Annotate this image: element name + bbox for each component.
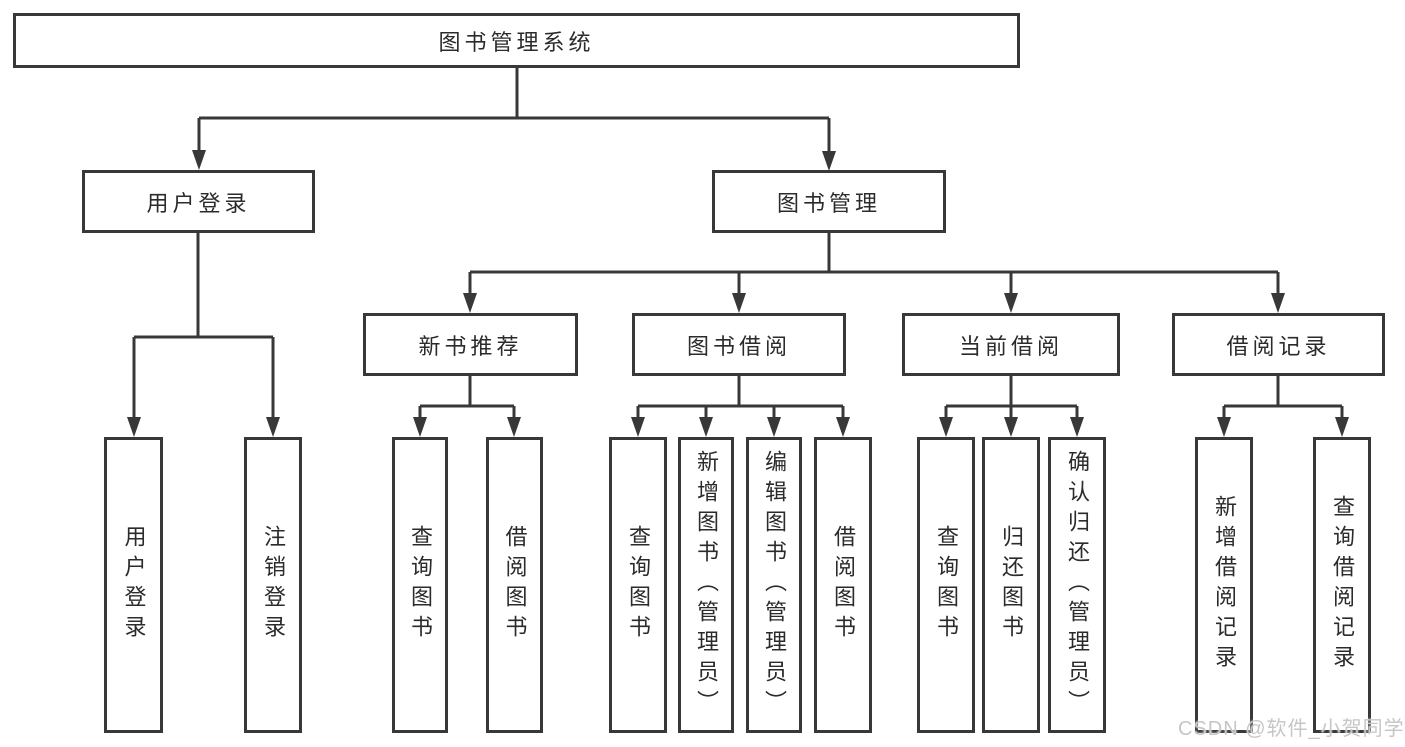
connector-book-borrowing — [636, 376, 845, 419]
connector-current-borrowing — [944, 376, 1079, 419]
node-current-borrowing: 当前借阅 — [902, 313, 1120, 376]
leaf-nb-query-books: 查询图书 — [392, 437, 448, 733]
node-book-borrowing-label: 图书借阅 — [686, 333, 791, 359]
leaf-br-query-record-label: 查询借阅记录 — [1330, 495, 1355, 675]
arrowhead — [463, 293, 477, 313]
node-root: 图书管理系统 — [13, 13, 1020, 68]
node-book-borrowing: 图书借阅 — [632, 313, 846, 376]
arrowhead — [699, 417, 713, 437]
arrowhead — [1335, 417, 1349, 437]
node-book-management: 图书管理 — [712, 170, 946, 233]
leaf-cb-query-books-label: 查询图书 — [934, 525, 959, 645]
node-borrowing-records: 借阅记录 — [1172, 313, 1385, 376]
node-borrowing-records-label: 借阅记录 — [1226, 333, 1331, 359]
leaf-bb-borrow-books: 借阅图书 — [814, 437, 872, 733]
arrowheads — [127, 150, 1349, 437]
connector-borrow-records — [1222, 376, 1344, 419]
node-user-login-label: 用户登录 — [146, 190, 251, 216]
arrowhead — [822, 151, 836, 171]
connector-book-management — [468, 233, 1280, 295]
leaf-user-login-label: 用户登录 — [121, 525, 147, 645]
leaf-cb-query-books: 查询图书 — [917, 437, 975, 733]
arrowhead — [732, 293, 746, 313]
arrowhead — [507, 417, 521, 437]
leaf-cb-confirm-return-admin: 确认归还（管理员） — [1048, 437, 1106, 733]
arrowhead — [1070, 417, 1084, 437]
leaf-bb-query-books-label: 查询图书 — [626, 525, 651, 645]
arrowhead — [1217, 417, 1231, 437]
leaf-br-add-record-label: 新增借阅记录 — [1212, 495, 1237, 675]
connector-root — [197, 68, 831, 153]
node-user-login: 用户登录 — [82, 170, 315, 233]
node-new-book-recommendation-label: 新书推荐 — [418, 333, 523, 359]
arrowhead — [1271, 293, 1285, 313]
arrowhead — [939, 417, 953, 437]
leaf-cb-return-books: 归还图书 — [982, 437, 1040, 733]
arrowhead — [767, 417, 781, 437]
arrowhead — [413, 417, 427, 437]
leaf-bb-query-books: 查询图书 — [609, 437, 667, 733]
leaf-bb-add-books-admin-label: 新增图书（管理员） — [694, 450, 719, 720]
leaf-logout: 注销登录 — [244, 437, 302, 733]
arrowhead — [266, 417, 280, 437]
leaf-logout-label: 注销登录 — [261, 525, 286, 645]
arrowhead — [631, 417, 645, 437]
connector-new-books — [418, 376, 516, 419]
node-new-book-recommendation: 新书推荐 — [363, 313, 578, 376]
leaf-cb-confirm-return-admin-label: 确认归还（管理员） — [1065, 450, 1090, 720]
arrowhead — [1004, 293, 1018, 313]
node-book-management-label: 图书管理 — [776, 190, 881, 216]
arrowhead — [192, 150, 206, 170]
connector-user-login — [132, 233, 275, 419]
arrowhead — [836, 417, 850, 437]
leaf-br-query-record: 查询借阅记录 — [1313, 437, 1371, 733]
node-current-borrowing-label: 当前借阅 — [958, 333, 1063, 359]
leaf-bb-edit-books-admin-label: 编辑图书（管理员） — [762, 450, 787, 720]
leaf-nb-query-books-label: 查询图书 — [408, 525, 433, 645]
node-root-label: 图书管理系统 — [438, 29, 595, 55]
leaf-bb-add-books-admin: 新增图书（管理员） — [678, 437, 734, 733]
leaf-cb-return-books-label: 归还图书 — [999, 525, 1024, 645]
arrowhead — [127, 417, 141, 437]
leaf-user-login: 用户登录 — [104, 437, 163, 733]
leaf-nb-borrow-books-label: 借阅图书 — [502, 525, 528, 645]
csdn-watermark: CSDN @软件_小贺同学 — [1178, 718, 1405, 740]
leaf-nb-borrow-books: 借阅图书 — [486, 437, 543, 733]
leaf-bb-edit-books-admin: 编辑图书（管理员） — [746, 437, 802, 733]
arrowhead — [1004, 417, 1018, 437]
leaf-br-add-record: 新增借阅记录 — [1195, 437, 1253, 733]
leaf-bb-borrow-books-label: 借阅图书 — [831, 525, 856, 645]
